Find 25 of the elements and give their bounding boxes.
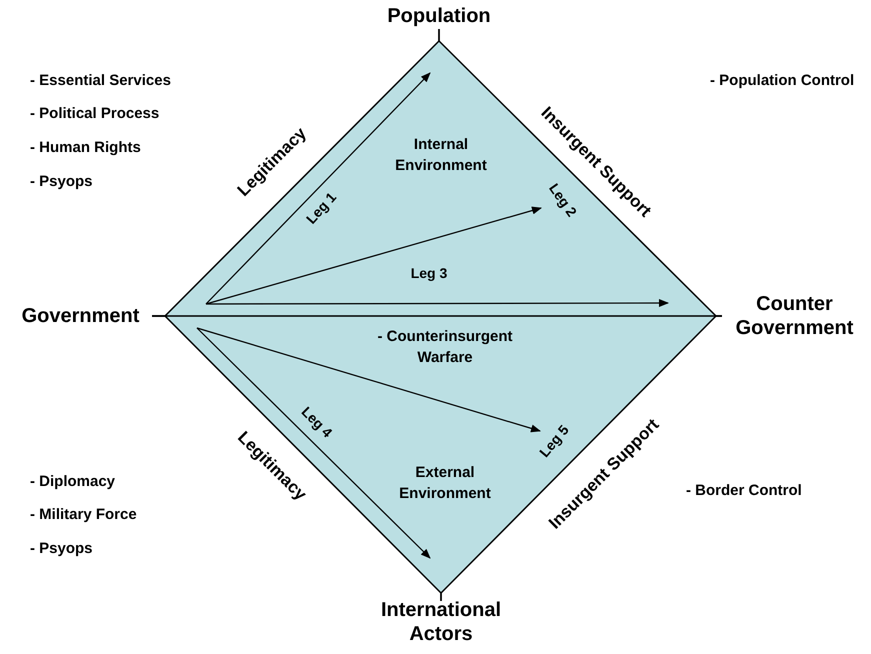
region-label: Internal Environment [394, 135, 488, 176]
list-item: - Political Process [30, 104, 160, 124]
connector-line [152, 315, 722, 317]
region-label: - Counterinsurgent Warfare [376, 327, 514, 368]
node-label: Government [22, 305, 140, 327]
list-item: - Human Rights [30, 138, 142, 158]
edge-label: Leg 5 [536, 422, 572, 460]
node-label: Population [387, 5, 491, 27]
arrow [206, 72, 431, 304]
region-label: External Environment [398, 463, 492, 504]
arrow [196, 328, 431, 559]
list-item: - Psyops [30, 539, 94, 559]
node-label: Counter Government [736, 293, 854, 339]
arrow [196, 327, 541, 432]
arrow [206, 299, 669, 308]
edge-label: Leg 3 [410, 264, 448, 282]
node-label: International Actors [380, 599, 501, 645]
list-item: - Military Force [30, 505, 138, 525]
list-item: - Population Control [710, 71, 856, 91]
list-item: - Psyops [30, 172, 94, 192]
arrow [206, 206, 542, 305]
edge-label: Leg 1 [302, 189, 340, 227]
list-item: - Border Control [686, 481, 803, 501]
list-item: - Diplomacy [30, 472, 116, 492]
list-item: - Essential Services [30, 71, 172, 91]
